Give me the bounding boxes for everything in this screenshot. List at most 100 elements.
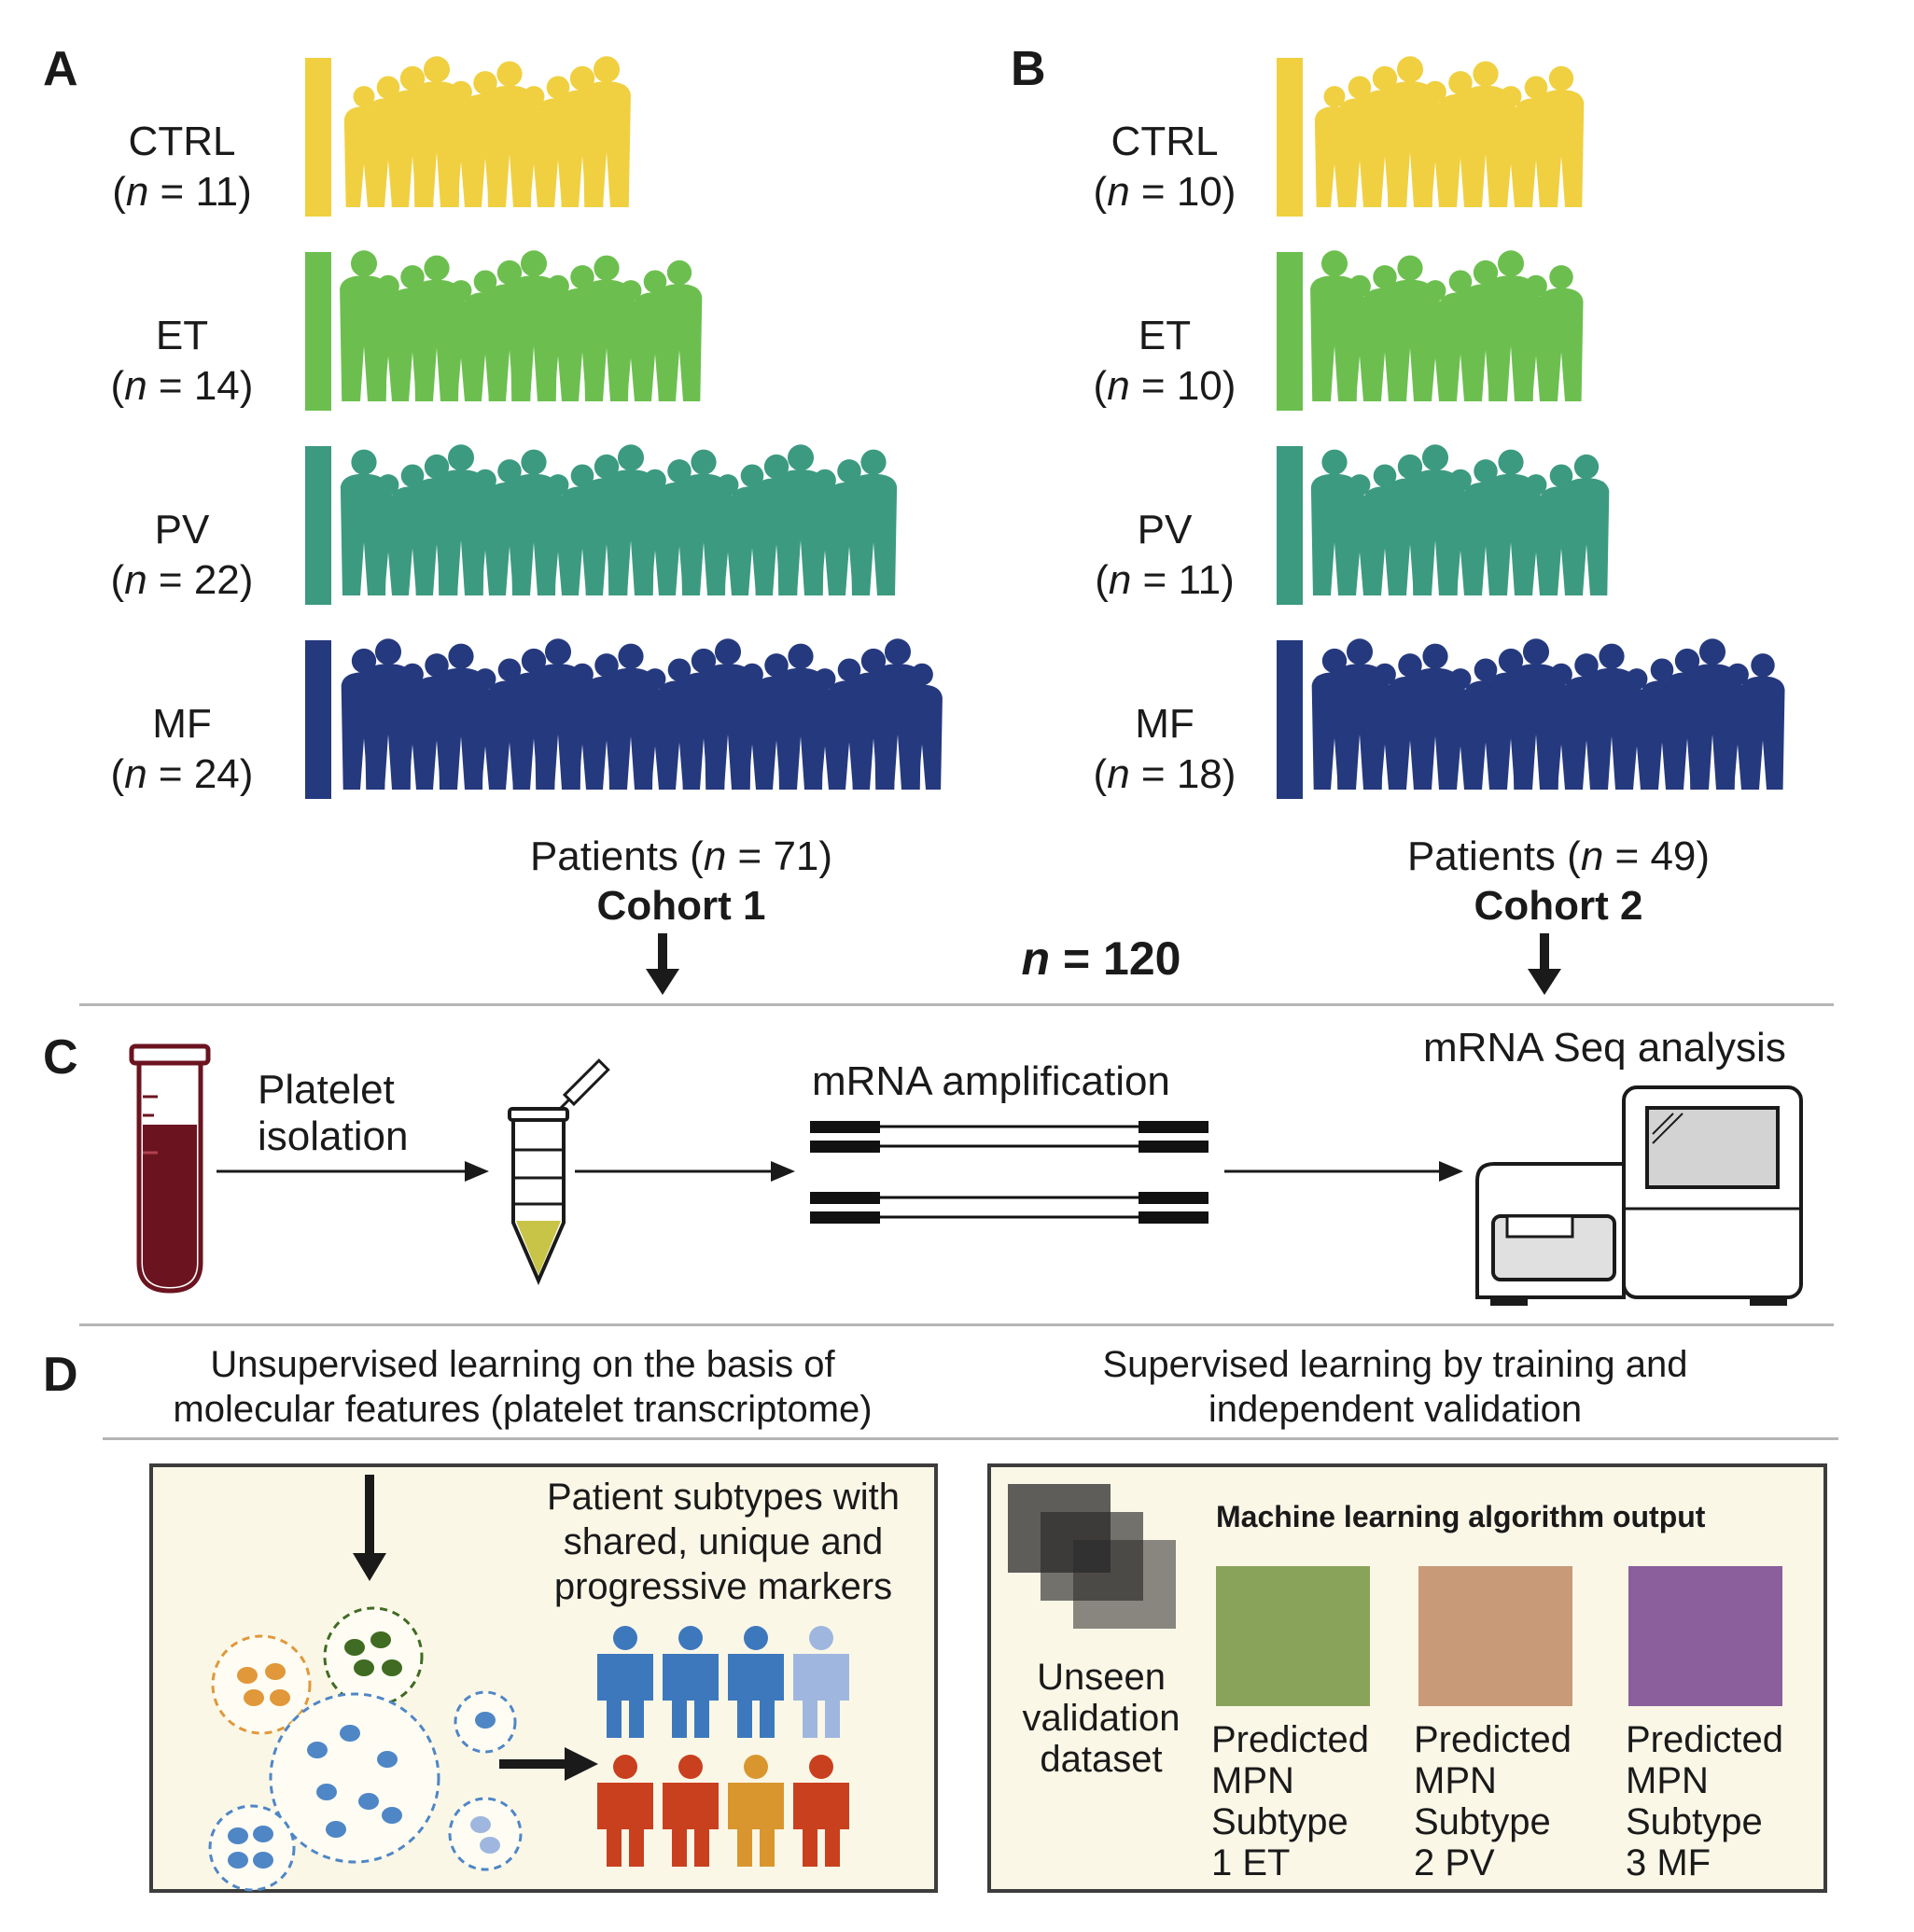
subtype-person-top [728, 1626, 784, 1738]
cohort2-arrow-icon [1528, 933, 1561, 995]
cluster-2-point [354, 1659, 374, 1676]
mrna-seq-analysis-label: mRNA Seq analysis [1423, 1025, 1786, 1071]
stacked-dataset-icon [1008, 1484, 1176, 1629]
cluster-3-point [340, 1725, 360, 1742]
sample-tube-icon [508, 1058, 610, 1286]
cluster-1-point [270, 1689, 290, 1706]
right-arrow-icon [499, 1747, 598, 1781]
cohort2-et-bar [1277, 252, 1303, 411]
subtype-2-swatch [1418, 1566, 1572, 1706]
subtype-person-top [663, 1626, 719, 1738]
cluster-4-point [475, 1712, 496, 1729]
cohort1-mf-person [901, 663, 943, 790]
cohort2-pv-bar [1277, 446, 1303, 605]
subtype-person-bottom [728, 1755, 784, 1867]
cohort2-group-ctrl-label: CTRL (n = 10) [1093, 119, 1236, 215]
cluster-3-point [382, 1807, 402, 1824]
cluster-1-point [237, 1667, 258, 1684]
subtype-person-top [597, 1626, 653, 1738]
cohort2-ctrl-bar [1277, 58, 1303, 217]
subtype-person-bottom [663, 1755, 719, 1867]
cluster-6-point [470, 1816, 491, 1833]
cluster-3-point [358, 1793, 379, 1810]
cluster-3-point [377, 1751, 398, 1768]
cohort1-patients-count: Patients (n = 71) [529, 833, 833, 879]
cluster-3-point [316, 1784, 337, 1800]
subtype-person-bottom [597, 1755, 653, 1867]
cohort2-group-mf-label: MF (n = 18) [1093, 701, 1236, 797]
unsupervised-heading: Unsupervised learning on the basis of mo… [173, 1344, 873, 1430]
cluster-5-point [228, 1827, 248, 1844]
cluster-5 [208, 1804, 296, 1892]
arrow-2-icon [575, 1161, 795, 1182]
cluster-5-point [253, 1852, 273, 1869]
cluster-2-point [370, 1631, 391, 1648]
cohort2-patients-count: Patients (n = 49) [1406, 833, 1711, 879]
arrow-3-icon [1224, 1161, 1463, 1182]
cluster-6 [448, 1797, 523, 1871]
cluster-2-point [382, 1659, 402, 1676]
blood-tube-icon [129, 1043, 211, 1294]
sequencer-machine-icon [1475, 1085, 1803, 1306]
cohort2-ctrl-person [1538, 65, 1585, 207]
cohort2-mf-bar [1277, 640, 1303, 799]
cohort1-group-mf-label: MF (n = 24) [110, 701, 254, 797]
cohort1-group-et-label: ET (n = 14) [110, 313, 254, 409]
divider-d-heading [103, 1437, 1838, 1440]
cohort1-pv-person [849, 449, 898, 595]
cluster-5-point [228, 1852, 248, 1869]
cohort1-ctrl-person [582, 56, 631, 207]
mrna-amplification-label: mRNA amplification [812, 1058, 1170, 1104]
subtype-person-bottom [793, 1755, 849, 1867]
cohort1-mf-bar [305, 640, 331, 799]
patient-subtypes-label: Patient subtypes with shared, unique and… [547, 1477, 900, 1607]
subtype-3-swatch [1628, 1566, 1782, 1706]
cluster-1-point [244, 1689, 264, 1706]
cohort2-pv-person [1563, 454, 1610, 595]
down-arrow-icon [353, 1475, 386, 1581]
cohort1-et-bar [305, 252, 331, 411]
cluster-diagram-icon [208, 1606, 523, 1892]
cohort2-group-et-label: ET (n = 10) [1093, 313, 1236, 409]
subtype-1-swatch [1216, 1566, 1370, 1706]
panel-letter-d: D [43, 1348, 78, 1402]
patient-subtype-people-icon [597, 1626, 849, 1867]
total-count: n = 120 [1021, 932, 1181, 985]
cohort2-title: Cohort 2 [1474, 883, 1643, 929]
cohort1-group-ctrl-label: CTRL (n = 11) [112, 119, 252, 215]
cluster-2-point [344, 1639, 365, 1656]
cluster-6-point [480, 1837, 500, 1854]
cohort1-ctrl-bar [305, 58, 331, 217]
cohort1-title: Cohort 1 [596, 883, 766, 929]
cohort1-et-person [656, 259, 703, 401]
platelet-isolation-label: Platelet isolation [258, 1067, 409, 1159]
panel-letter-a: A [43, 42, 78, 96]
dna-strands-icon [810, 1121, 1208, 1224]
cluster-1-point [265, 1663, 286, 1680]
cluster-5-point [253, 1826, 273, 1842]
cohort1-arrow-icon [646, 933, 679, 995]
ml-output-title: Machine learning algorithm output [1216, 1500, 1706, 1533]
divider-ab-c [79, 1003, 1834, 1006]
cluster-3 [269, 1692, 440, 1864]
unseen-dataset-label: Unseen validation dataset [1022, 1657, 1181, 1780]
cohort2-group-pv-label: PV (n = 11) [1095, 507, 1235, 603]
cohort2-et-person [1539, 265, 1584, 401]
subtype-person-top [793, 1626, 849, 1738]
supervised-heading: Supervised learning by training and inde… [1102, 1344, 1688, 1430]
arrow-1-icon [217, 1161, 489, 1182]
cohort2-mf-person [1740, 653, 1785, 790]
cluster-2 [323, 1606, 424, 1707]
cohort1-group-pv-label: PV (n = 22) [110, 507, 254, 603]
divider-c-d [79, 1323, 1834, 1326]
cluster-3-point [307, 1742, 328, 1758]
cluster-1 [211, 1634, 312, 1735]
panel-letter-c: C [43, 1030, 78, 1085]
cluster-3-point [326, 1821, 346, 1838]
panel-letter-b: B [1011, 42, 1046, 96]
cohort1-pv-bar [305, 446, 331, 605]
